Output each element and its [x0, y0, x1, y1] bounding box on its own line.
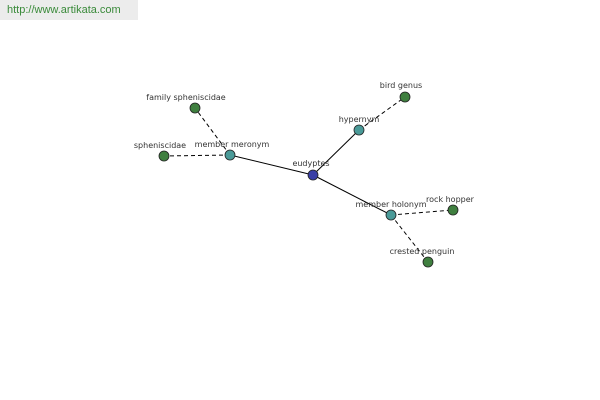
label-center: eudyptes [292, 159, 329, 168]
node-family-spheniscidae[interactable] [189, 102, 201, 114]
url-bar: http://www.artikata.com [0, 0, 138, 20]
solid-edges [229, 129, 392, 216]
edge-meronym-family-spheniscidae [194, 107, 231, 156]
edge-hypernym-bird-genus [358, 96, 406, 131]
node-spheniscidae[interactable] [158, 150, 170, 162]
label-family-spheniscidae: family spheniscidae [146, 93, 226, 102]
label-bird-genus: bird genus [380, 81, 422, 90]
node-member-meronym[interactable] [224, 149, 236, 161]
node-crested-penguin[interactable] [422, 256, 434, 268]
node-rock-hopper[interactable] [447, 204, 459, 216]
edge-center-hypernym [312, 129, 360, 176]
edge-meronym-spheniscidae [163, 154, 231, 157]
edge-center-member-meronym [229, 154, 314, 176]
node-bird-genus[interactable] [399, 91, 411, 103]
label-member-holonym: member holonym [355, 200, 426, 209]
edge-center-member-holonym [312, 174, 392, 216]
edge-holonym-crested-penguin [390, 214, 429, 263]
label-spheniscidae: spheniscidae [134, 141, 186, 150]
node-hypernym[interactable] [353, 124, 365, 136]
label-rock-hopper: rock hopper [426, 195, 475, 204]
label-member-meronym: member meronym [195, 140, 270, 149]
label-crested-penguin: crested penguin [390, 247, 455, 256]
label-hypernym: hypernym [339, 115, 380, 124]
edge-holonym-rock-hopper [390, 209, 454, 216]
node-center[interactable] [307, 169, 319, 181]
site-link[interactable]: http://www.artikata.com [7, 4, 121, 16]
dashed-edges [163, 96, 454, 263]
node-member-holonym[interactable] [385, 209, 397, 221]
